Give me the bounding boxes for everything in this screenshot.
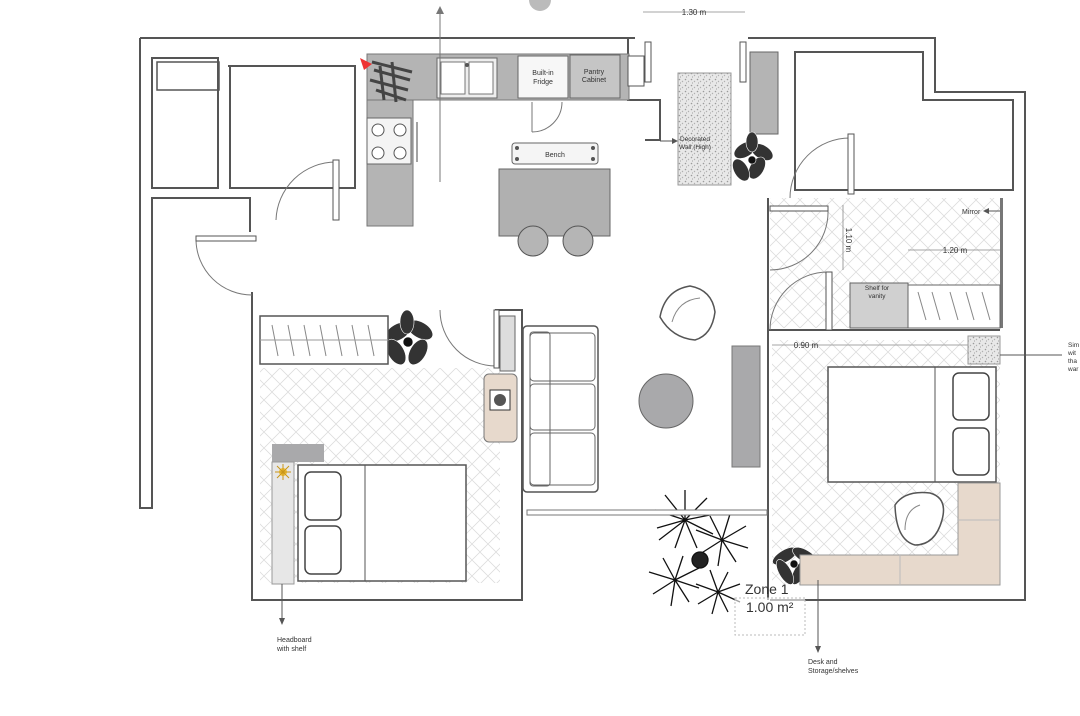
decorated-wall-label: Decorated (680, 136, 710, 143)
plant-bedroom (384, 309, 434, 366)
bedroom-left: Headboard with shelf (259, 315, 518, 653)
vanity-label: Shelf for (865, 285, 890, 292)
door-dimension: 1.30 m (682, 8, 707, 17)
fridge-label: Built-in (532, 70, 554, 77)
pantry-label: Pantry (584, 69, 605, 76)
lamp-icon (275, 464, 291, 480)
desk-l-shape (799, 482, 1001, 586)
bath-height-dimension: 1.10 m (844, 228, 853, 253)
top-marker (529, 0, 551, 11)
bathroom: 1.10 m 1.20 m Mirror Shelf for vanity (842, 198, 1003, 329)
bath-width-dimension: 1.20 m (943, 246, 968, 255)
built-in-fridge (517, 55, 569, 99)
kitchen: Built-in Fridge Pantry Cabinet (360, 6, 630, 227)
coffee-table (638, 373, 694, 429)
dining-area: Bench (498, 142, 611, 257)
closet-dimension: 0.90 m (794, 341, 819, 350)
armchair (659, 285, 716, 341)
bedroom-right: 0.90 m Sim wit tha war Desk and Storage/… (731, 335, 1079, 675)
zone-name: Zone 1 (745, 581, 789, 597)
tv-console (731, 345, 761, 468)
fridge-label-2: Fridge (533, 79, 553, 86)
stool-1 (517, 225, 549, 257)
entry-area: 1.30 m Decorated Wall (High) (627, 8, 779, 186)
side-note-2: wit (1067, 350, 1076, 357)
desk-storage-label-2: Storage/shelves (808, 668, 859, 675)
zone-area: 1.00 m² (746, 599, 794, 615)
bench (511, 142, 599, 165)
decorated-wall-label-2: Wall (High) (679, 144, 711, 151)
side-note-4: war (1067, 366, 1079, 373)
side-note: Sim (1068, 342, 1079, 349)
kitchen-island (498, 168, 611, 237)
side-note-3: tha (1068, 358, 1077, 365)
red-arrow-marker (360, 58, 372, 70)
desk-chair (894, 491, 945, 546)
pantry-cabinet (569, 54, 621, 99)
vanity-shelf (849, 282, 909, 329)
headboard-label-2: with shelf (276, 646, 306, 653)
living-room (522, 285, 768, 516)
pantry-label-2: Cabinet (582, 77, 606, 84)
plant-top (732, 131, 774, 182)
mirror-label: Mirror (962, 209, 981, 216)
stool-2 (562, 225, 594, 257)
scribble-mark (369, 60, 413, 103)
decorated-wall (677, 72, 732, 186)
bench-label: Bench (545, 152, 565, 159)
vanity-label-2: vanity (869, 293, 887, 300)
desk-storage-label: Desk and (808, 659, 838, 666)
plant-cluster (648, 490, 749, 615)
doors (195, 133, 855, 369)
headboard-label: Headboard (277, 637, 312, 644)
zone-annotation[interactable]: Zone 1 1.00 m² (734, 581, 806, 636)
exterior-walls (139, 37, 1026, 601)
headboard-shelf (271, 461, 295, 585)
